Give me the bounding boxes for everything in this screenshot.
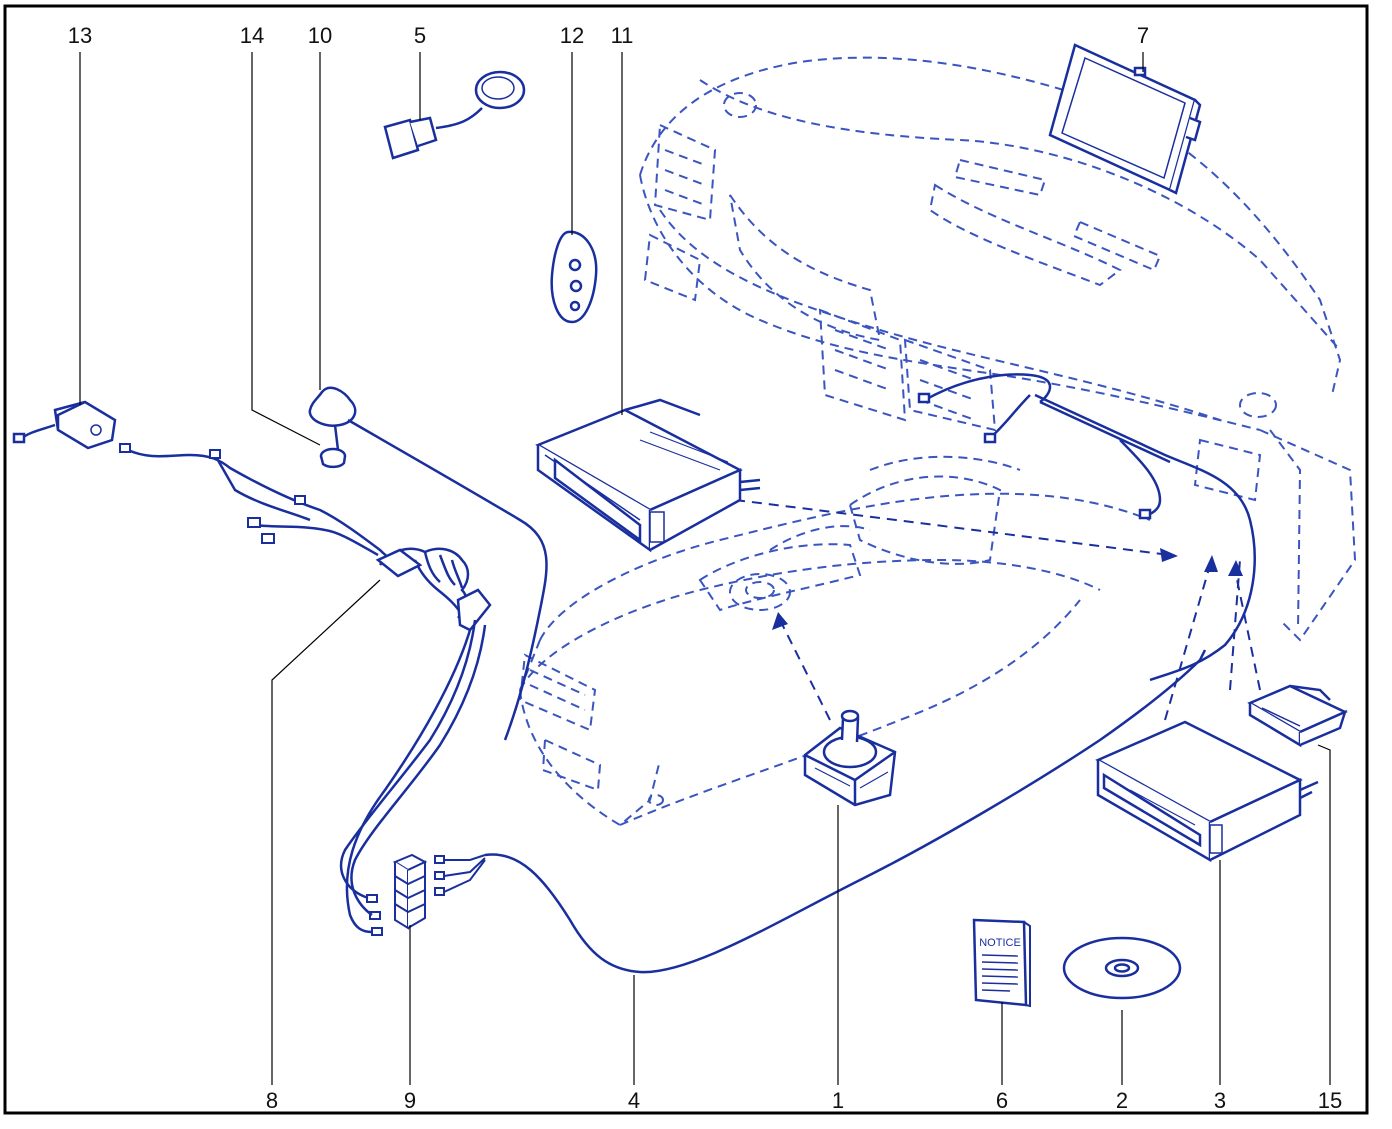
harness-connectors bbox=[119, 443, 306, 544]
callout-14: 14 bbox=[240, 23, 264, 48]
antenna-base-icon bbox=[319, 447, 347, 469]
arrow-heads bbox=[772, 548, 1243, 630]
steering-control-icon bbox=[550, 230, 598, 324]
joystick-controller-icon bbox=[803, 709, 897, 807]
radio-unit-icon bbox=[535, 398, 761, 553]
notice-booklet-icon: NOTICE bbox=[972, 918, 1031, 1008]
callout-12: 12 bbox=[560, 23, 584, 48]
callout-labels: 13 14 10 5 12 11 7 8 9 4 1 6 2 3 15 bbox=[68, 23, 1342, 1113]
callout-9: 9 bbox=[404, 1088, 416, 1113]
callout-15: 15 bbox=[1318, 1088, 1342, 1113]
navigation-unit-icon bbox=[1095, 720, 1319, 863]
leader-lines bbox=[79, 52, 1331, 1085]
microphone-icon bbox=[383, 70, 526, 160]
callout-13: 13 bbox=[68, 23, 92, 48]
callout-2: 2 bbox=[1116, 1088, 1128, 1113]
callout-8: 8 bbox=[266, 1088, 278, 1113]
notice-label: NOTICE bbox=[979, 937, 1021, 949]
callout-10: 10 bbox=[308, 23, 332, 48]
callout-7: 7 bbox=[1137, 23, 1149, 48]
callout-5: 5 bbox=[414, 23, 426, 48]
display-screen-icon bbox=[1048, 43, 1202, 195]
disc-icon bbox=[1062, 936, 1182, 1000]
callout-3: 3 bbox=[1214, 1088, 1226, 1113]
callout-4: 4 bbox=[628, 1088, 640, 1113]
coiled-cable-icon bbox=[127, 448, 492, 934]
dashboard-outline bbox=[518, 56, 1357, 827]
cable-icon bbox=[347, 418, 1207, 974]
connector-block-icon bbox=[366, 853, 486, 936]
module-icon bbox=[12, 400, 117, 450]
callout-1: 1 bbox=[832, 1088, 844, 1113]
assembly-arrows bbox=[734, 499, 1261, 721]
callout-11: 11 bbox=[611, 23, 634, 48]
antenna-icon bbox=[308, 386, 357, 451]
diagram-frame bbox=[3, 4, 1369, 1115]
callout-6: 6 bbox=[996, 1088, 1008, 1113]
control-module-icon bbox=[1247, 684, 1348, 748]
